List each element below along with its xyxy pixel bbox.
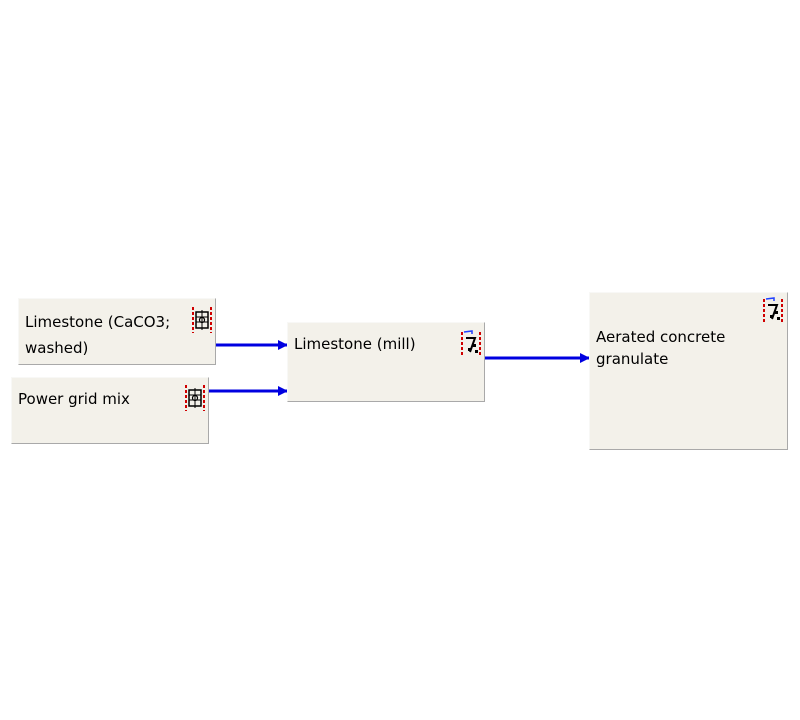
process-node-aerated-concrete[interactable]: Aerated concrete granulate [589,292,788,450]
system-process-icon [460,330,482,356]
process-node-label: Limestone (CaCO3; washed) [25,313,171,357]
unit-process-icon [184,385,206,411]
process-node-label: Limestone (mill) [294,335,416,353]
process-node-power-grid[interactable]: Power grid mix [11,377,209,444]
system-process-icon [762,297,784,323]
process-node-limestone-washed[interactable]: Limestone (CaCO3; washed) [18,298,216,365]
unit-process-icon [191,307,213,333]
process-node-limestone-mill[interactable]: Limestone (mill) [287,322,485,402]
process-node-label: Aerated concrete granulate [596,328,726,368]
process-node-label: Power grid mix [18,390,130,408]
